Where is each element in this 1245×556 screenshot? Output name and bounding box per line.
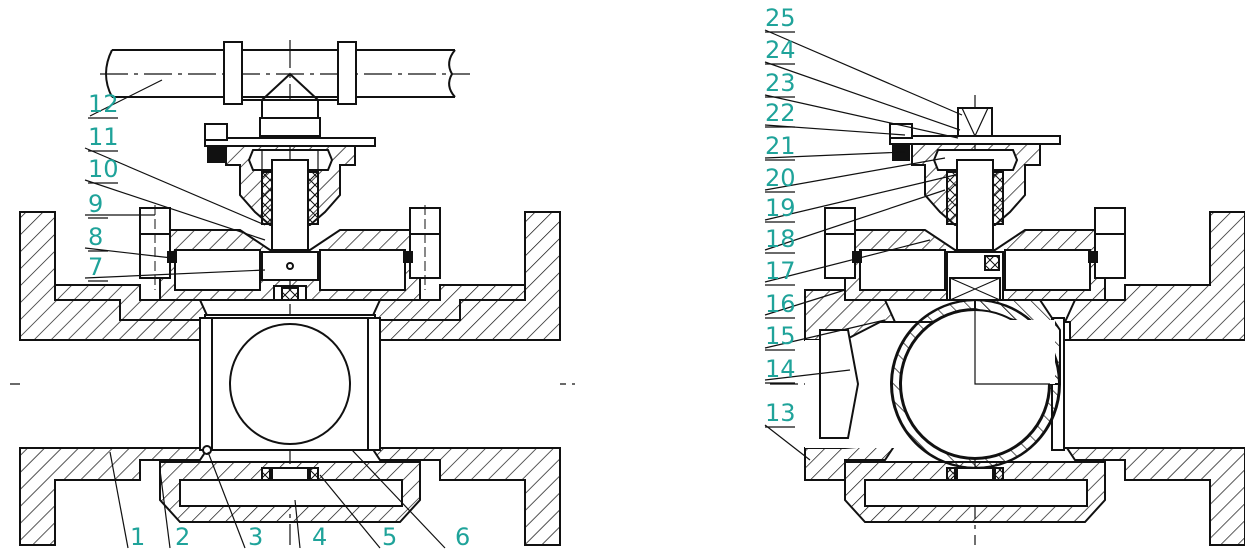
right-valve-view: [770, 95, 1245, 546]
label-1: 1: [130, 523, 145, 551]
left-bolts: [139, 205, 441, 290]
right-labels: 25 24 23 22 21 20 19 18 17 16 15 14 13: [765, 4, 796, 428]
label-22: 22: [765, 99, 796, 127]
label-3: 3: [248, 523, 263, 551]
label-21: 21: [765, 132, 796, 160]
right-bonnet: [844, 143, 1106, 301]
label-2: 2: [175, 523, 190, 551]
label-16: 16: [765, 290, 796, 318]
label-13: 13: [765, 399, 796, 427]
bonnet-body: [159, 229, 421, 301]
left-valve-view: [10, 40, 575, 546]
right-bolts: [824, 207, 1126, 279]
label-10: 10: [88, 155, 119, 183]
label-20: 20: [765, 164, 796, 192]
label-5: 5: [382, 523, 397, 551]
t-handle: [105, 41, 456, 137]
label-12: 12: [88, 90, 119, 118]
label-7: 7: [88, 253, 103, 281]
label-17: 17: [765, 257, 796, 285]
label-14: 14: [765, 355, 796, 383]
label-11: 11: [88, 123, 119, 151]
label-9: 9: [88, 190, 103, 218]
right-ball: [890, 298, 1062, 469]
label-25: 25: [765, 4, 796, 32]
label-8: 8: [88, 223, 103, 251]
label-19: 19: [765, 194, 796, 222]
left-labels: 12 11 10 9 8 7 1 2 3 4 5 6: [88, 90, 470, 551]
label-23: 23: [765, 69, 796, 97]
label-24: 24: [765, 36, 796, 64]
label-4: 4: [312, 523, 327, 551]
bore-and-ball: [20, 317, 560, 455]
label-15: 15: [765, 322, 796, 350]
label-6: 6: [455, 523, 470, 551]
label-18: 18: [765, 225, 796, 253]
lower-body-shell: [19, 444, 561, 546]
